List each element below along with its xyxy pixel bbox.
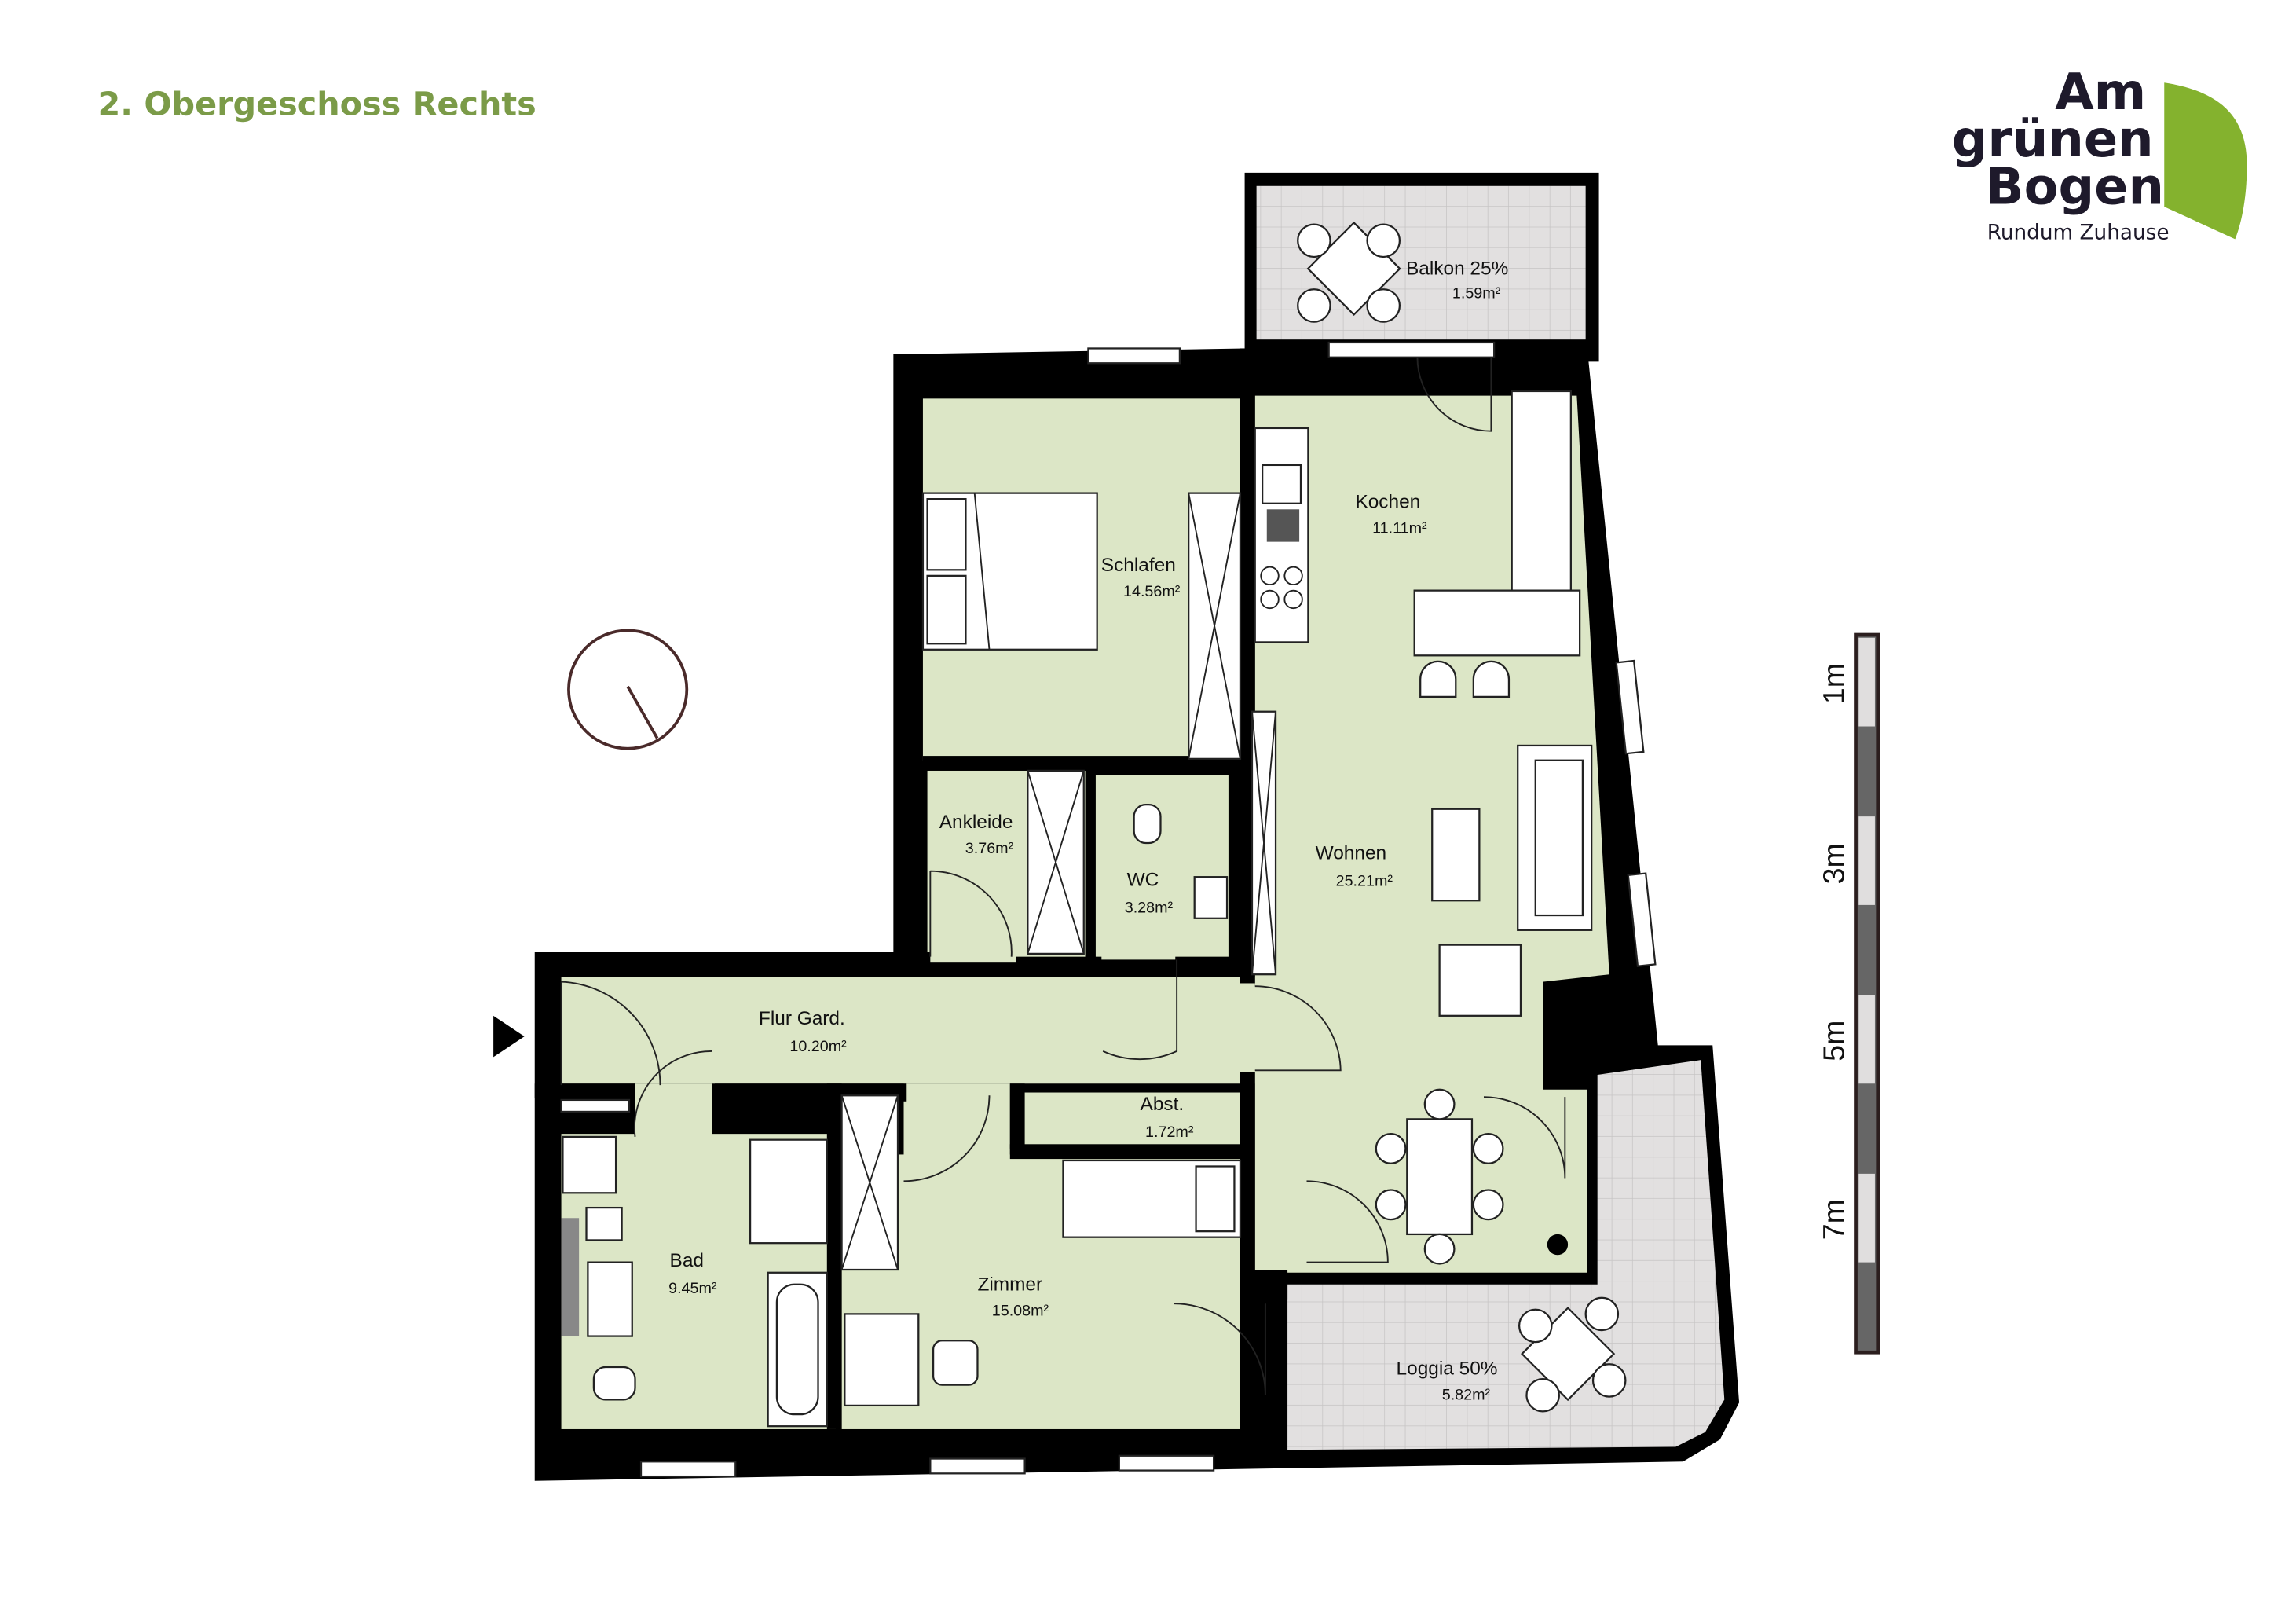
wardrobe-zimmer xyxy=(840,1094,899,1271)
shelf-zimmer xyxy=(749,1138,828,1245)
kitchen-counter xyxy=(1254,427,1309,643)
label-bad-name: Bad xyxy=(670,1250,704,1271)
label-wohnen-area: 25.21m² xyxy=(1336,872,1393,889)
toilet-wc xyxy=(1133,803,1162,845)
scale-bar: 1m 3m 5m 7m xyxy=(1817,632,1880,1355)
wardrobe-ankleide xyxy=(1027,769,1085,955)
room-flur-doorway xyxy=(1240,986,1270,1072)
sink-wc xyxy=(1193,876,1229,919)
label-wohnen-name: Wohnen xyxy=(1316,843,1386,864)
kitchen-island xyxy=(1413,589,1581,657)
label-kochen-area: 11.11m² xyxy=(1372,519,1427,537)
label-kochen-name: Kochen xyxy=(1355,491,1420,512)
label-bad-area: 9.45m² xyxy=(668,1280,717,1297)
floor-title: 2. Obergeschoss Rechts xyxy=(98,86,536,123)
label-schlafen-area: 14.56m² xyxy=(1123,583,1181,600)
logo-tagline: Rundum Zuhause xyxy=(1987,221,2170,244)
wardrobe-schlafen xyxy=(1188,492,1242,760)
label-flur-name: Flur Gard. xyxy=(759,1008,845,1029)
label-loggia-name: Loggia 50% xyxy=(1397,1358,1498,1379)
loggia-table xyxy=(1518,1296,1627,1413)
sofa xyxy=(1517,744,1593,931)
windows xyxy=(560,341,1657,1478)
shower-box xyxy=(585,1206,623,1241)
plant-icon xyxy=(1547,1234,1569,1256)
label-abst-name: Abst. xyxy=(1141,1094,1185,1115)
room-labels: Balkon 25% 1.59m² Kochen 11.11m² Schlafe… xyxy=(668,258,1508,1404)
entrance-arrow-icon xyxy=(493,1015,525,1058)
label-balkon-area: 1.59m² xyxy=(1452,285,1501,302)
label-schlafen-name: Schlafen xyxy=(1101,555,1176,576)
scale-label-7m: 7m xyxy=(1817,1199,1850,1240)
room-flur xyxy=(561,977,1255,1084)
room-wc xyxy=(1095,775,1229,960)
single-bed xyxy=(1062,1159,1242,1238)
coffee-table xyxy=(1431,808,1481,902)
loggia-floor xyxy=(1287,1060,1725,1450)
logo: Am grünen Bogen Rundum Zuhause xyxy=(1952,64,2247,244)
logo-text-am: Am xyxy=(2055,64,2146,122)
label-loggia-area: 5.82m² xyxy=(1442,1386,1491,1403)
bar-stools xyxy=(1419,660,1511,698)
doors xyxy=(560,357,1566,1395)
room-abst xyxy=(1019,1092,1240,1149)
bad-shelf xyxy=(561,1218,580,1336)
label-ankleide-area: 3.76m² xyxy=(965,840,1014,857)
scale-label-1m: 1m xyxy=(1817,663,1850,704)
scale-label-3m: 3m xyxy=(1817,843,1850,884)
armchair xyxy=(1438,944,1522,1017)
label-ankleide-name: Ankleide xyxy=(939,812,1013,833)
desk-chair xyxy=(932,1340,979,1386)
wardrobe-wohnen xyxy=(1251,710,1277,976)
north-compass-icon xyxy=(567,629,689,750)
label-wc-name: WC xyxy=(1127,869,1159,890)
label-zimmer-area: 15.08m² xyxy=(992,1302,1049,1319)
double-bed xyxy=(921,492,1098,651)
room-zimmer-upper xyxy=(903,1083,1010,1160)
label-balkon-name: Balkon 25% xyxy=(1406,258,1508,280)
label-abst-area: 1.72m² xyxy=(1145,1124,1194,1141)
label-flur-area: 10.20m² xyxy=(789,1038,847,1055)
bad-sink xyxy=(587,1261,633,1337)
logo-text-gruenen: grünen xyxy=(1952,111,2154,169)
label-zimmer-name: Zimmer xyxy=(977,1274,1042,1295)
logo-leaf-icon xyxy=(2164,82,2247,240)
bad-toilet xyxy=(592,1366,636,1401)
washing-machine xyxy=(562,1135,617,1194)
kitchen-cabinets-right xyxy=(1511,390,1572,592)
balkon-table xyxy=(1297,221,1401,323)
logo-text-bogen: Bogen xyxy=(1986,158,2164,216)
dining-table xyxy=(1375,1088,1504,1265)
label-wc-area: 3.28m² xyxy=(1125,899,1174,916)
room-bad-passage xyxy=(635,1083,712,1143)
bathtub xyxy=(767,1271,828,1428)
desk xyxy=(844,1313,920,1407)
scale-label-5m: 5m xyxy=(1817,1021,1850,1061)
